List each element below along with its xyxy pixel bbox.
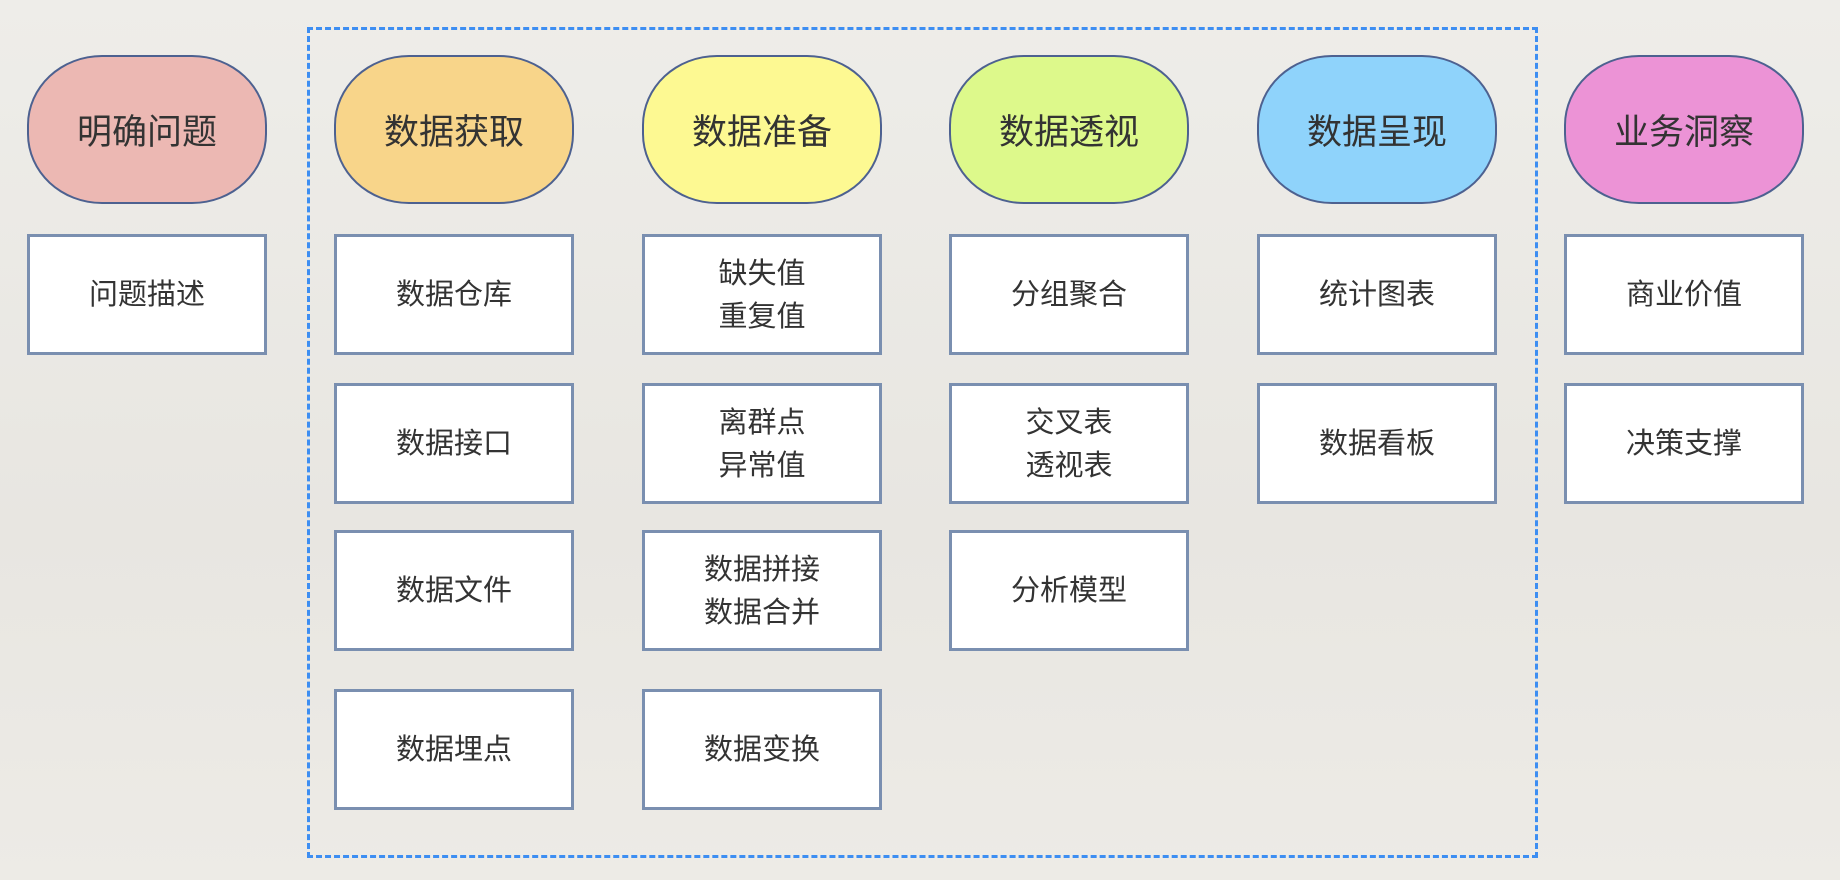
step-box: 商业价值 [1564, 234, 1804, 355]
step-label: 数据仓库 [395, 277, 512, 312]
step-box: 数据仓库 [334, 234, 574, 355]
step-box: 数据埋点 [334, 689, 574, 810]
step-box: 问题描述 [27, 234, 267, 355]
step-label: 缺失值 [718, 256, 806, 291]
stage-column: 数据准备缺失值重复值离群点异常值数据拼接数据合并数据变换 [642, 55, 882, 810]
step-box: 数据看板 [1257, 383, 1497, 504]
step-label: 分组聚合 [1010, 277, 1127, 312]
step-box: 分析模型 [949, 530, 1189, 651]
step-label: 离群点 [718, 405, 806, 440]
step-label: 统计图表 [1318, 277, 1435, 312]
step-box: 统计图表 [1257, 234, 1497, 355]
step-label: 数据接口 [395, 426, 512, 461]
stage-column: 业务洞察商业价值决策支撑 [1564, 55, 1804, 504]
step-label: 数据变换 [703, 732, 820, 767]
step-label: 数据合并 [703, 594, 820, 629]
step-box: 决策支撑 [1564, 383, 1804, 504]
process-group-frame [307, 27, 1538, 858]
step-label: 数据埋点 [395, 732, 512, 767]
step-box: 缺失值重复值 [642, 234, 882, 355]
step-box: 数据接口 [334, 383, 574, 504]
step-label: 交叉表 [1025, 405, 1113, 440]
step-label: 异常值 [718, 447, 806, 482]
stage-header: 数据准备 [642, 55, 882, 204]
step-label: 重复值 [718, 298, 806, 333]
stage-column: 数据透视分组聚合交叉表透视表分析模型 [949, 55, 1189, 651]
step-box: 数据变换 [642, 689, 882, 810]
stage-column: 明确问题问题描述 [27, 55, 267, 355]
step-label: 分析模型 [1010, 573, 1127, 608]
step-label: 数据文件 [395, 573, 512, 608]
step-label: 透视表 [1025, 447, 1113, 482]
step-label: 数据拼接 [703, 552, 820, 587]
stage-header: 数据获取 [334, 55, 574, 204]
stage-header: 业务洞察 [1564, 55, 1804, 204]
stage-column: 数据呈现统计图表数据看板 [1257, 55, 1497, 504]
step-label: 数据看板 [1318, 426, 1435, 461]
step-label: 商业价值 [1625, 277, 1742, 312]
step-label: 问题描述 [88, 277, 205, 312]
step-box: 数据文件 [334, 530, 574, 651]
step-box: 离群点异常值 [642, 383, 882, 504]
step-box: 交叉表透视表 [949, 383, 1189, 504]
stage-header: 数据透视 [949, 55, 1189, 204]
step-box: 数据拼接数据合并 [642, 530, 882, 651]
stage-header: 数据呈现 [1257, 55, 1497, 204]
stage-header: 明确问题 [27, 55, 267, 204]
stage-column: 数据获取数据仓库数据接口数据文件数据埋点 [334, 55, 574, 810]
step-label: 决策支撑 [1625, 426, 1742, 461]
step-box: 分组聚合 [949, 234, 1189, 355]
